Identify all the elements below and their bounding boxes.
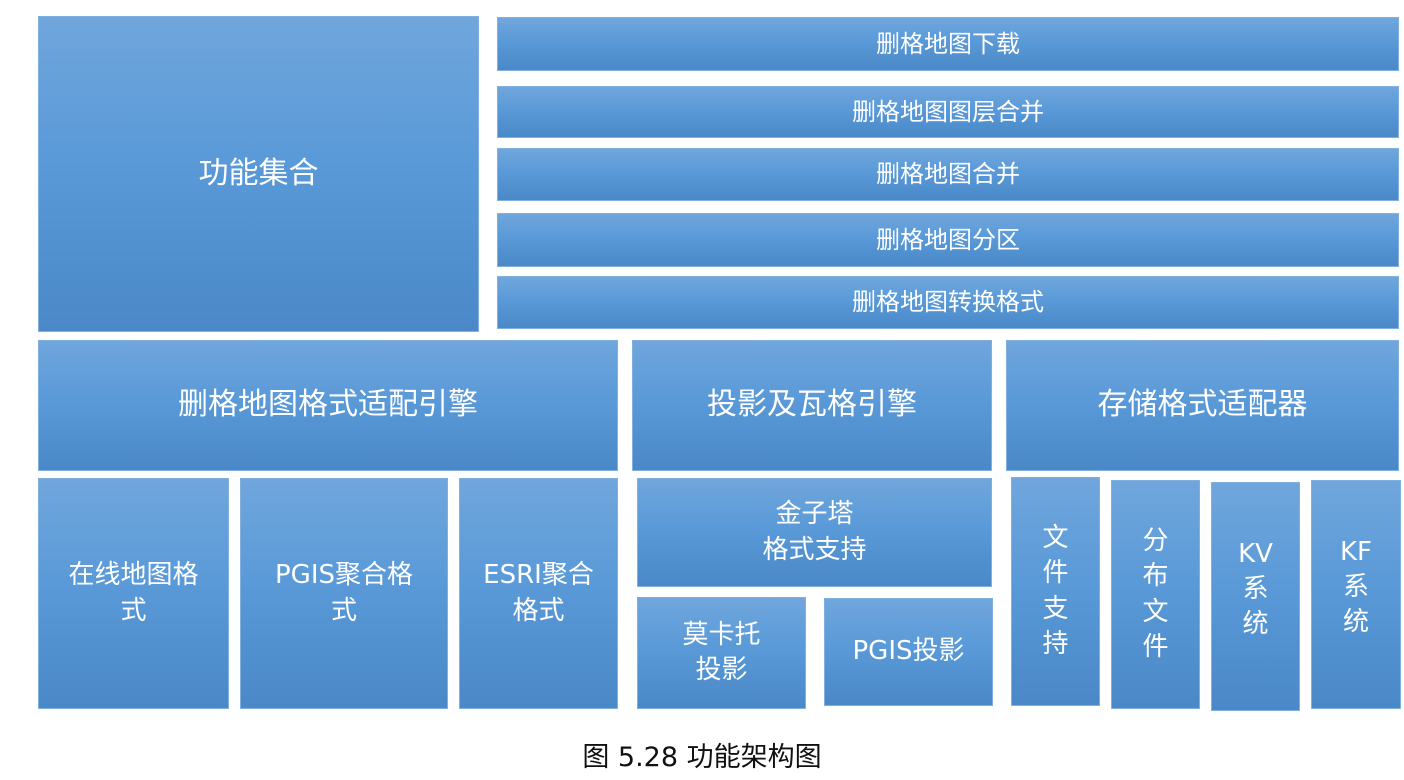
function-raster-download: 删格地图下载 [497, 17, 1399, 71]
function-set-box: 功能集合 [38, 16, 479, 332]
function-map-partition: 删格地图分区 [497, 213, 1399, 267]
distributed-file: 分 布 文 件 [1111, 480, 1200, 709]
pyramid-format-support: 金子塔 格式支持 [637, 478, 992, 587]
online-map-format: 在线地图格 式 [38, 478, 229, 709]
function-map-merge: 删格地图合并 [497, 148, 1399, 201]
pgis-projection: PGIS投影 [824, 598, 993, 706]
esri-aggregate-format: ESRI聚合 格式 [459, 478, 618, 709]
figure-caption: 图 5.28 功能架构图 [582, 742, 822, 773]
file-support: 文 件 支 持 [1011, 477, 1100, 706]
mercator-projection: 莫卡托 投影 [637, 597, 806, 709]
raster-format-engine: 删格地图格式适配引擎 [38, 340, 618, 471]
function-layer-merge: 删格地图图层合并 [497, 86, 1399, 138]
projection-tile-engine: 投影及瓦格引擎 [632, 340, 992, 471]
storage-format-adapter: 存储格式适配器 [1006, 340, 1399, 471]
pgis-aggregate-format: PGIS聚合格 式 [240, 478, 448, 709]
kv-system: KV 系 统 [1211, 482, 1300, 711]
kf-system: KF 系 统 [1311, 480, 1401, 709]
function-format-convert: 删格地图转换格式 [497, 276, 1399, 329]
